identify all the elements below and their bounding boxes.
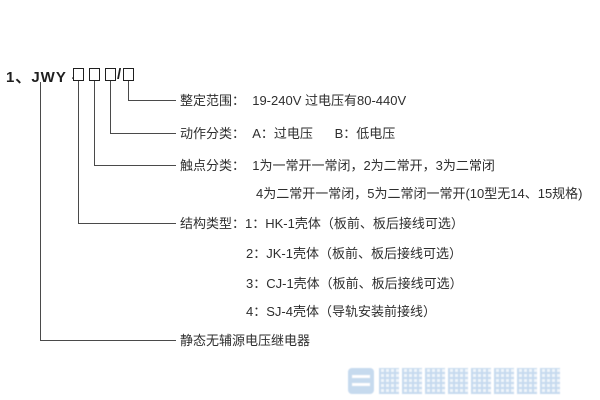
model-prefix: 1、JWY -: [6, 69, 83, 86]
connector-vline-product: [40, 82, 41, 340]
label-product-name: 静态无辅源电压继电器: [180, 333, 311, 348]
label-structure-2: 2：JK-1壳体（板前、板后接线可选）: [246, 246, 462, 261]
connector-hline-structure: [78, 223, 176, 224]
label-structure-1: 结构类型：1：HK-1壳体（板前、板后接线可选）: [180, 216, 464, 231]
label-structure-4: 4：SJ-4壳体（导轨安装前接线）: [246, 304, 436, 319]
model-box-range: [123, 68, 134, 81]
connector-vline-structure: [78, 81, 79, 223]
model-box-structure: [73, 68, 84, 81]
connector-hline-action: [110, 133, 176, 134]
label-structure-3: 3：CJ-1壳体（板前、板后接线可选）: [246, 276, 463, 291]
connector-vline-action: [110, 81, 111, 133]
model-box-action: [105, 68, 116, 81]
label-contact-class-1: 触点分类： 1为一常开一常闭，2为二常开，3为二常闭: [180, 158, 495, 173]
connector-hline-product: [40, 340, 176, 341]
label-action-class: 动作分类： A：过电压 B：低电压: [180, 126, 396, 141]
watermark-text-blocks: [379, 368, 563, 399]
model-slash: /: [117, 66, 122, 83]
label-contact-class-2: 4为二常开一常闭，5为二常闭一常开(10型无14、15规格): [256, 186, 583, 201]
watermark-logo: [348, 368, 563, 399]
connector-hline-contact: [94, 165, 176, 166]
connector-hline-range: [128, 100, 176, 101]
connector-vline-contact: [94, 81, 95, 165]
label-setting-range: 整定范围： 19-240V 过电压有80-440V: [180, 93, 407, 108]
connector-vline-range: [128, 81, 129, 100]
watermark-icon: [348, 368, 374, 394]
model-box-contact: [89, 68, 100, 81]
